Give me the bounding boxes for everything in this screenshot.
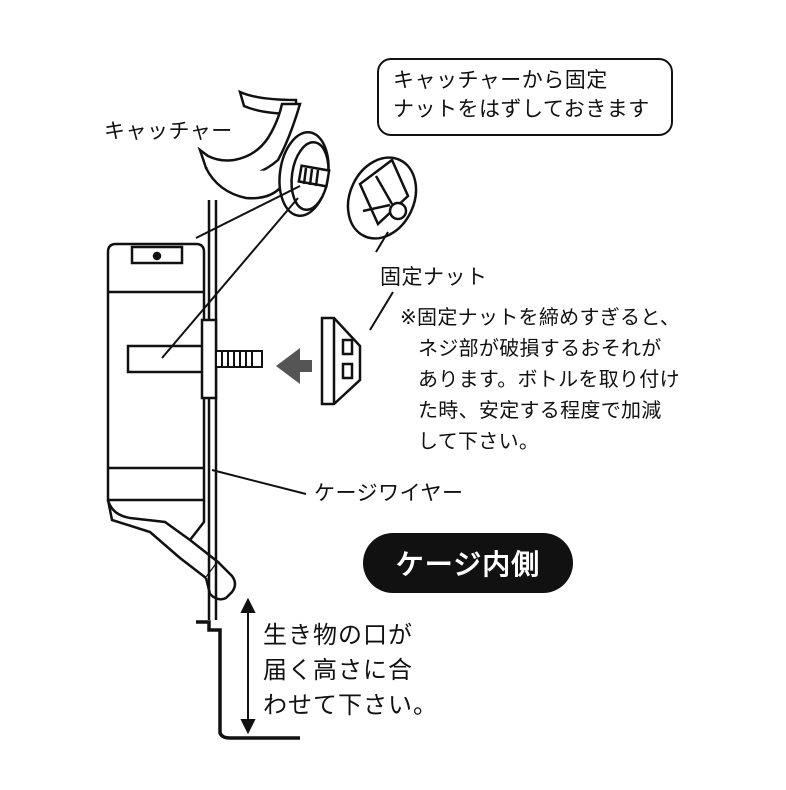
fixing-nut-side [320,316,362,406]
cage-wire [196,200,300,740]
warning-line-1: ※固定ナットを締めすぎると、 [400,305,681,329]
warning-line-3: あります。ボトルを取り付け [418,367,680,391]
leader-lines [161,185,394,495]
fixing-nut-perspective [346,156,418,240]
note-line-2: ナットをはずしておきます [393,97,650,122]
catcher [197,89,331,217]
bolt [215,350,263,368]
warning-line-5: して下さい。 [418,429,540,453]
warning-text: ※固定ナットを締めすぎると、 ネジ部が破損するおそれが あります。ボトルを取り付… [400,302,680,457]
bottle-nozzle [106,499,237,601]
height-arrow [240,597,256,735]
warning-line-2: ネジ部が破損するおそれが [418,336,662,360]
height-note-line-1: 生き物の口が [263,621,413,649]
height-note-line-3: わせて下さい。 [263,690,438,719]
note-callout: キャッチャーから固定 ナットをはずしておきます [377,58,673,136]
cage-wire-label: ケージワイヤー [314,481,464,505]
height-note-line-2: 届く高さに合 [263,655,413,684]
cage-inside-badge: ケージ内側 [363,533,573,593]
height-note: 生き物の口が 届く高さに合 わせて下さい。 [263,618,438,722]
fixing-nut-label: 固定ナット [380,265,488,289]
attach-arrow [276,348,312,384]
catcher-label: キャッチャー [104,119,233,143]
warning-line-4: た時、安定する程度で加減 [418,398,662,422]
note-line-1: キャッチャーから固定 [393,68,608,92]
